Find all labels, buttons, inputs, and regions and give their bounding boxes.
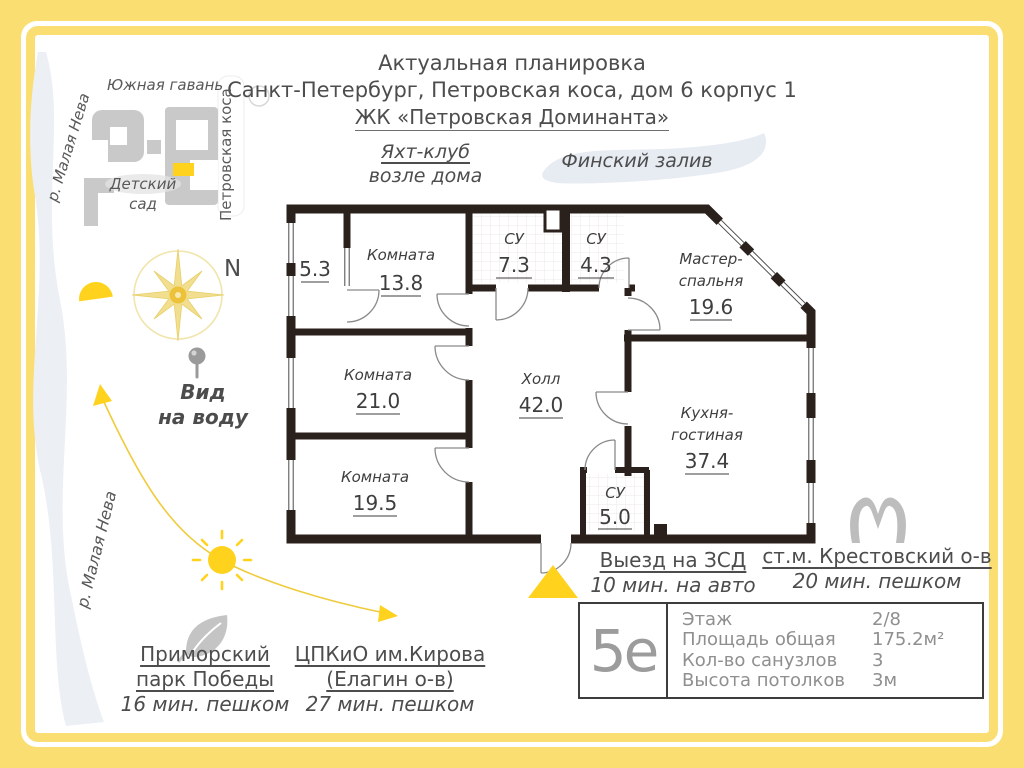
title-block: Актуальная планировка Санкт-Петербург, П… — [0, 50, 1024, 131]
room-21-name: Комната — [344, 366, 412, 384]
wall-step — [654, 524, 667, 539]
room-master-name2: спальня — [679, 272, 744, 290]
room-21-area: 21.0 — [356, 389, 401, 413]
poi-cpkio: ЦПКиО им.Кирова (Елагин о-в) 27 мин. пеш… — [294, 642, 486, 716]
title-line1: Актуальная планировка — [378, 51, 646, 75]
room-kitchen-name1: Кухня- — [681, 404, 734, 422]
highlighted-unit — [173, 163, 194, 176]
building-1-courtyard — [110, 127, 127, 145]
building-2 — [147, 140, 161, 154]
kindergarten-blob — [105, 174, 181, 194]
metro-icon — [850, 497, 906, 543]
building-4 — [84, 178, 114, 226]
room-su50-area: 5.0 — [599, 505, 631, 529]
interior-walls — [291, 209, 811, 539]
sun-path — [79, 282, 398, 622]
building-3-courtyard-top — [176, 120, 208, 150]
unit-label: 5е — [580, 604, 668, 697]
info-row-ceiling: Высота потолков 3м — [682, 669, 898, 691]
label-kindergarten: Детский сад — [109, 175, 177, 213]
info-table: 5е Этаж 2/8 Площадь общая 175.2м² Кол-во… — [578, 602, 984, 699]
building-1-notch — [92, 140, 108, 162]
sun-path-arrow-up — [93, 384, 112, 406]
room-hall-area: 42.0 — [519, 393, 564, 417]
leaf-icon — [177, 615, 228, 663]
label-yacht-club: Яхт-клуб возле дома — [368, 141, 483, 187]
room-labels: 5.3 Комната 13.8 СУ 7.3 СУ 4.3 Мастер- с… — [299, 230, 744, 530]
title-line2: Санкт-Петербург, Петровская коса, дом 6 … — [227, 78, 797, 102]
pin-icon — [188, 347, 206, 379]
room-19-area: 19.5 — [353, 491, 398, 515]
label-harbor: Южная гавань — [107, 76, 224, 94]
info-rows: Этаж 2/8 Площадь общая 175.2м² Кол-во са… — [668, 604, 982, 697]
label-gulf: Финский залив — [561, 150, 713, 172]
room-su43-name: СУ — [586, 230, 606, 248]
room-su73-name: СУ — [504, 230, 524, 248]
info-row-bathrooms: Кол-во санузлов 3 — [682, 649, 884, 671]
entrance-triangle — [528, 565, 578, 598]
label-north: N — [224, 256, 242, 282]
sunset-half-sun-icon — [79, 282, 113, 302]
label-view-water: Вид на воду — [158, 380, 248, 429]
title-line3: ЖК «Петровская Доминанта» — [354, 105, 670, 131]
duct-box — [543, 207, 563, 233]
room-su43-area: 4.3 — [580, 253, 612, 277]
label-street: Петровская коса — [217, 88, 235, 221]
entrance-opening — [541, 533, 571, 545]
sun-path-arrow-right — [378, 605, 398, 622]
compass-icon — [131, 248, 225, 342]
poi-zsd: Выезд на ЗСД 10 мин. на авто — [590, 548, 756, 597]
floor-plan: 5.3 Комната 13.8 СУ 7.3 СУ 4.3 Мастер- с… — [286, 204, 816, 598]
room-master-area: 19.6 — [689, 295, 734, 319]
gulf-ribbon — [542, 133, 766, 184]
sun-icon — [191, 529, 253, 591]
poi-park: Приморский парк Победы 16 мин. пешком — [120, 642, 290, 716]
room-su73-area: 7.3 — [498, 253, 530, 277]
river-band — [30, 52, 104, 726]
room-13-8-name: Комната — [367, 246, 435, 264]
windows — [286, 218, 816, 523]
room-hall-name: Холл — [521, 370, 561, 388]
room-13-8-area: 13.8 — [379, 271, 424, 295]
roundabout-circle — [248, 85, 270, 107]
room-19-name: Комната — [341, 468, 409, 486]
poi-metro: ст.м. Крестовский о-в 20 мин. пешком — [762, 544, 992, 593]
room-5-3-area: 5.3 — [299, 257, 331, 281]
doors — [346, 257, 661, 574]
info-row-area: Площадь общая 175.2м² — [682, 629, 945, 651]
room-master-name1: Мастер- — [679, 250, 742, 268]
minimap-buildings — [84, 107, 218, 226]
building-3-courtyard-bottom — [190, 160, 218, 190]
room-kitchen-area: 37.4 — [685, 449, 730, 473]
room-kitchen-name2: гостиная — [671, 426, 743, 444]
info-row-floor: Этаж 2/8 — [682, 609, 901, 630]
room-su50-name: СУ — [605, 484, 625, 502]
